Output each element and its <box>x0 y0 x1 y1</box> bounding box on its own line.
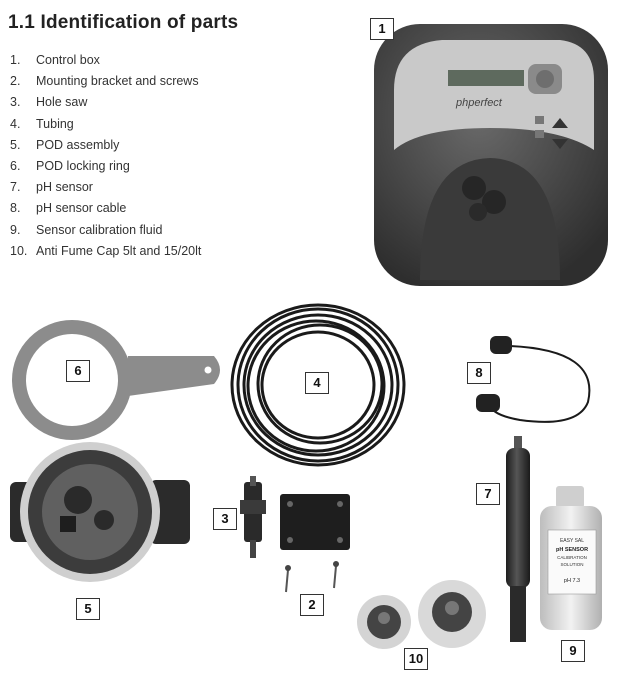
hole-saw <box>240 476 266 558</box>
item-number: 5. <box>10 137 21 152</box>
bottle-label-line: CALIBRATION <box>557 555 587 560</box>
callout-8: 8 <box>467 362 491 384</box>
pod-assembly <box>10 442 190 582</box>
list-item: 10. Anti Fume Cap 5lt and 15/20lt <box>10 241 201 262</box>
item-number: 2. <box>10 74 21 89</box>
callout-1: 1 <box>370 18 394 40</box>
bottle-label-line: EASY SAL <box>560 538 584 544</box>
item-label: Mounting bracket and screws <box>36 74 199 89</box>
callout-7: 7 <box>476 483 500 505</box>
page-title: 1.1 Identification of parts <box>8 12 239 33</box>
item-label: POD locking ring <box>36 159 130 174</box>
item-number: 6. <box>10 159 21 174</box>
list-item: 1. Control box <box>10 50 201 71</box>
tubing-coil <box>230 303 406 467</box>
item-number: 3. <box>10 95 21 110</box>
item-label: POD assembly <box>36 137 120 152</box>
item-number: 8. <box>10 201 21 216</box>
list-item: 9. Sensor calibration fluid <box>10 220 201 241</box>
sensor-cable <box>476 336 591 423</box>
bottle-label-line: pH SENSOR <box>556 547 588 553</box>
list-item: 4. Tubing <box>10 114 201 135</box>
bottle-label-line: pH 7.3 <box>564 578 580 584</box>
list-item: 2. Mounting bracket and screws <box>10 71 201 92</box>
item-number: 10. <box>10 243 28 258</box>
callout-10: 10 <box>404 648 428 670</box>
parts-list: 1. Control box 2. Mounting bracket and scr… <box>10 50 201 262</box>
item-number: 4. <box>10 116 21 131</box>
item-label: Tubing <box>36 116 74 131</box>
locking-ring <box>12 320 220 440</box>
item-number: 1. <box>10 53 21 67</box>
item-label: Sensor calibration fluid <box>36 222 163 237</box>
item-number: 9. <box>10 222 21 237</box>
callout-3: 3 <box>213 508 237 530</box>
callout-9: 9 <box>561 640 585 662</box>
bottle-label-line: SOLUTION <box>560 562 583 567</box>
item-label: Hole saw <box>36 95 88 110</box>
callout-2: 2 <box>300 594 324 616</box>
calibration-bottle: EASY SAL pH SENSOR CALIBRATION SOLUTION … <box>540 486 602 630</box>
list-item: 7. pH sensor <box>10 177 201 198</box>
callout-5: 5 <box>76 598 100 620</box>
callout-4: 4 <box>305 372 329 394</box>
item-label: Anti Fume Cap 5lt and 15/20lt <box>36 243 202 258</box>
item-label: Control box <box>36 53 100 67</box>
list-item: 6. POD locking ring <box>10 156 201 177</box>
callout-6: 6 <box>66 360 90 382</box>
list-item: 5. POD assembly <box>10 135 201 156</box>
list-item: 3. Hole saw <box>10 92 201 113</box>
item-label: pH sensor cable <box>36 201 127 216</box>
anti-fume-caps <box>357 580 486 649</box>
item-label: pH sensor <box>36 180 93 195</box>
item-number: 7. <box>10 180 21 195</box>
control-box: phperfect <box>374 24 608 286</box>
list-item: 8. pH sensor cable <box>10 198 201 219</box>
brand-label: phperfect <box>455 97 503 109</box>
ph-sensor <box>506 436 530 642</box>
mounting-bracket <box>280 494 350 593</box>
